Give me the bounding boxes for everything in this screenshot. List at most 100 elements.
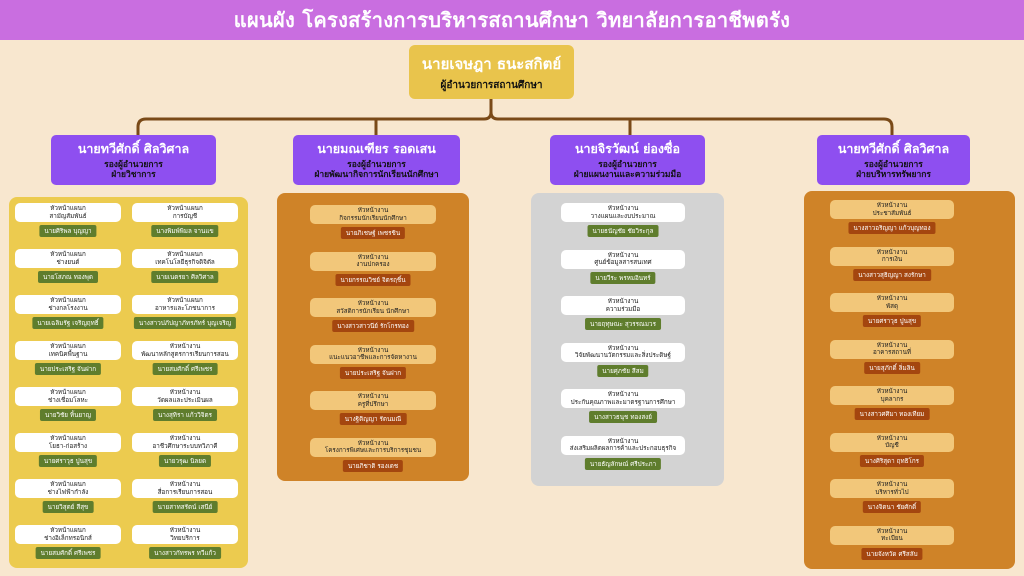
deputy-box-academic: นายทวีศักดิ์ ศิลวิศาล รองผู้อำนวยการ ฝ่า… — [51, 135, 216, 185]
deputy-name: นายทวีศักดิ์ ศิลวิศาล — [77, 141, 190, 157]
unit-person: นายวรุฒ นิลยด — [158, 455, 212, 467]
unit-card: หัวหน้างานสวัสดิการนักเรียน นักศึกษานางส… — [310, 298, 436, 334]
unit-card: หัวหน้างานความร่วมมือนายฤทุษณะ สุวรรณมวร — [561, 296, 685, 332]
unit-label: หัวหน้าแผนกโยธา-ก่อสร้าง — [15, 433, 121, 452]
title-bar: แผนผัง โครงสร้างการบริหารสถานศึกษา วิทยา… — [0, 0, 1024, 40]
unit-card: หัวหน้างานการเงินนางสาวสุธิญญา สงรักษา — [830, 246, 954, 283]
deputy-box-planning: นายจิรวัฒน์ ย่องซื่อ รองผู้อำนวยการ ฝ่าย… — [550, 135, 705, 185]
unit-person: นายจังหวัด ศรีสลับ — [861, 547, 923, 560]
unit-label: หัวหน้างานวิทยบริการ — [132, 525, 238, 544]
unit-person: นายโสภณ ทองพุด — [38, 271, 98, 283]
unit-card: หัวหน้าแผนกการบัญชีนางพิมพ์พิมล จานแข — [132, 203, 238, 239]
unit-person: นายธัญลักษณ์ ศรีประภา — [584, 457, 662, 470]
unit-card: หัวหน้าแผนกช่างกลโรงงานนายเฉลิมรัฐ เจริญ… — [15, 295, 121, 331]
unit-card: หัวหน้างานบุคลากรนางสาวศศิมา ทองเทียม — [830, 386, 954, 422]
unit-card: หัวหน้างานพัฒนาหลักสูตรการเรียนการสอนนาย… — [132, 341, 238, 377]
unit-person: นายเนตรยา ศิลวิศาล — [151, 271, 219, 283]
unit-card: หัวหน้างานอาคารสถานที่นายสุภักดิ์ ลิ่มลิ… — [830, 339, 954, 376]
unit-label: หัวหน้างานสื่อการเรียนการสอน — [132, 479, 238, 498]
unit-card: หัวหน้าแผนกช่างอิเล็กทรอนิกส์นายสมศักดิ์… — [15, 525, 121, 561]
unit-card: หัวหน้างานประกันคุณภาพและมาตรฐานการศึกษา… — [561, 389, 685, 425]
unit-card: หัวหน้างานอาชีวศึกษาระบบทวิภาคีนายวรุฒ น… — [132, 433, 238, 469]
deputy-position: รองผู้อำนวยการ ฝ่ายวิชาการ — [104, 160, 163, 180]
unit-label: หัวหน้างานแนะแนวอาชีพและการจัดหางาน — [310, 344, 436, 364]
unit-person: นายสมศักดิ์ ศรีเพชร — [152, 363, 218, 375]
unit-card: หัวหน้าแผนกช่างยนต์นายโสภณ ทองพุด — [15, 249, 121, 285]
unit-card: หัวหน้าแผนกเทคโนโลยีธุรกิจดิจิตัลนายเนตร… — [132, 249, 238, 285]
unit-person: นายวิชัย ทิ้นยาญ — [39, 409, 97, 421]
unit-person: นางสาวปภัปญาภัทรภัทร์ บุญเจริญ — [133, 317, 237, 329]
unit-label: หัวหน้าแผนกช่างยนต์ — [15, 249, 121, 268]
panel-planning: หัวหน้างานวางแผนและงบประมาณนายธนัญชัย ชั… — [531, 193, 724, 486]
unit-label: หัวหน้างานส่งเสริมผลิตผลการค้าและประกอบธ… — [561, 435, 685, 455]
unit-label: หัวหน้างานประชาสัมพันธ์ — [830, 200, 954, 219]
unit-card: หัวหน้าแผนกอาหารและโภชนาการนางสาวปภัปญาภ… — [132, 295, 238, 331]
unit-card: หัวหน้างานบัญชีนางศิริสุดา ฤทธิโกร — [830, 432, 954, 469]
unit-person: นางจิตนา ชัยศักดิ์ — [862, 501, 922, 513]
unit-label: หัวหน้างานวางแผนและงบประมาณ — [561, 203, 685, 222]
unit-label: หัวหน้างานโครงการพิเศษและการบริการชุมชน — [310, 437, 436, 457]
unit-person: นางสาวสาวนีย์ รักโกรทอง — [332, 320, 414, 332]
unit-card: หัวหน้างานโครงการพิเศษและการบริการชุมชนน… — [310, 437, 436, 474]
unit-label: หัวหน้างานพัสดุ — [830, 293, 954, 312]
unit-person: นายศราวุธ ปูนสุข — [38, 455, 98, 467]
deputy-position: รองผู้อำนวยการ ฝ่ายบริหารทรัพยากร — [856, 160, 931, 180]
unit-person: นายศิริพล บุญญา — [39, 225, 97, 237]
unit-card: หัวหน้างานประชาสัมพันธ์นางสาวอริญญา แก้ว… — [830, 200, 954, 236]
unit-label: หัวหน้างานครูที่ปรึกษา — [310, 391, 436, 410]
director-box: นายเจษฎา ธนะสกิตย์ ผู้อำนวยการสถานศึกษา — [409, 45, 574, 99]
unit-person: นายศราวุธ ปูนสุข — [862, 315, 922, 327]
unit-person: นางสุทิรา แก้ววิจิตร — [153, 409, 217, 421]
unit-label: หัวหน้าแผนกการบัญชี — [132, 203, 238, 222]
deputy-name: นายมณเฑียร รอดเสน — [317, 141, 436, 157]
unit-label: หัวหน้าแผนกช่างเชื่อมโลหะ — [15, 387, 121, 406]
unit-label: หัวหน้างานวัดผลและประเมินผล — [132, 387, 238, 406]
unit-card: หัวหน้าแผนกสามัญสัมพันธ์นายศิริพล บุญญา — [15, 203, 121, 239]
unit-label: หัวหน้างานพัฒนาหลักสูตรการเรียนการสอน — [132, 341, 238, 360]
unit-card: หัวหน้างานส่งเสริมผลิตผลการค้าและประกอบธ… — [561, 435, 685, 472]
unit-card: หัวหน้างานแนะแนวอาชีพและการจัดหางานนายปร… — [310, 344, 436, 381]
unit-card: หัวหน้างานวางแผนและงบประมาณนายธนัญชัย ชั… — [561, 203, 685, 239]
unit-person: นายกรรณวิชย์ จิตรฤชิ์น — [335, 273, 411, 286]
unit-person: นางสาวสุธิญญา สงรักษา — [853, 268, 931, 281]
unit-card: หัวหน้างานวิจัยพัฒนานวัตกรรมและสิ่งประดิ… — [561, 342, 685, 379]
unit-person: นายสมศักดิ์ ศรีเพชร — [35, 547, 101, 559]
unit-label: หัวหน้างานอาคารสถานที่ — [830, 339, 954, 359]
unit-person: นางพิมพ์พิมล จานแข — [151, 225, 219, 237]
unit-label: หัวหน้างานทะเบียน — [830, 525, 954, 545]
unit-card: หัวหน้างานกิจกรรมนักเรียนนักศึกษานายภิเช… — [310, 205, 436, 241]
unit-card: หัวหน้าแผนกช่างเชื่อมโลหะนายวิชัย ทิ้นยา… — [15, 387, 121, 423]
unit-label: หัวหน้างานอาชีวศึกษาระบบทวิภาคี — [132, 433, 238, 452]
unit-label: หัวหน้าแผนกช่างอิเล็กทรอนิกส์ — [15, 525, 121, 544]
connector-trunk — [136, 97, 493, 137]
unit-person: นางสาวอริญญา แก้วบุญทอง — [848, 222, 936, 234]
unit-person: นางสาวศศิมา ทองเทียม — [854, 408, 930, 420]
deputy-position: รองผู้อำนวยการ ฝ่ายพัฒนากิจการนักเรียนนั… — [314, 160, 439, 180]
unit-card: หัวหน้างานวัดผลและประเมินผลนางสุทิรา แก้… — [132, 387, 238, 423]
unit-card: หัวหน้างานวิทยบริการนางสาวกัทรพร ทวีแก้ว — [132, 525, 238, 561]
unit-person: นายศุภชัย สีสม — [597, 364, 649, 377]
unit-person: นายสาทสรัตน์ เสนีย์ — [152, 501, 218, 513]
panel-academic: หัวหน้าแผนกสามัญสัมพันธ์นายศิริพล บุญญาห… — [9, 197, 248, 568]
unit-person: นายธนัญชัย ชัยวิระกุล — [587, 225, 659, 237]
unit-person: นายภิเชษฐ์ เพชรชิน — [340, 227, 406, 239]
unit-label: หัวหน้างานศูนย์ข้อมูลสารสนเทศ — [561, 249, 685, 269]
unit-person: นายเฉลิมรัฐ เจริญฤทธิ์ — [32, 317, 104, 329]
unit-label: หัวหน้างานบริหารทั่วไป — [830, 479, 954, 498]
deputy-box-student-affairs: นายมณเฑียร รอดเสน รองผู้อำนวยการ ฝ่ายพัฒ… — [293, 135, 460, 185]
unit-label: หัวหน้างานบุคลากร — [830, 386, 954, 405]
unit-label: หัวหน้างานการเงิน — [830, 246, 954, 266]
unit-person: นางฐิติญญา รัตนมณี — [339, 413, 407, 425]
unit-label: หัวหน้าแผนกเทคนิคพื้นฐาน — [15, 341, 121, 360]
deputy-name: นายจิรวัฒน์ ย่องซื่อ — [574, 141, 681, 157]
deputy-position: รองผู้อำนวยการ ฝ่ายแผนงานและความร่วมมือ — [573, 160, 682, 180]
unit-person: นางศิริสุดา ฤทธิโกร — [859, 454, 925, 467]
unit-card: หัวหน้างานบริหารทั่วไปนางจิตนา ชัยศักดิ์ — [830, 479, 954, 515]
panel-resources: หัวหน้างานประชาสัมพันธ์นางสาวอริญญา แก้ว… — [804, 191, 1015, 569]
unit-person: นายภิชาติ รองเดช — [342, 459, 404, 472]
director-name: นายเจษฎา ธนะสกิตย์ — [421, 54, 562, 73]
unit-label: หัวหน้างานกิจกรรมนักเรียนนักศึกษา — [310, 205, 436, 224]
unit-card: หัวหน้างานทะเบียนนายจังหวัด ศรีสลับ — [830, 525, 954, 562]
unit-label: หัวหน้างานประกันคุณภาพและมาตรฐานการศึกษา — [561, 389, 685, 408]
unit-person: นายสุภักดิ์ ลิ่มลิน — [864, 361, 920, 374]
